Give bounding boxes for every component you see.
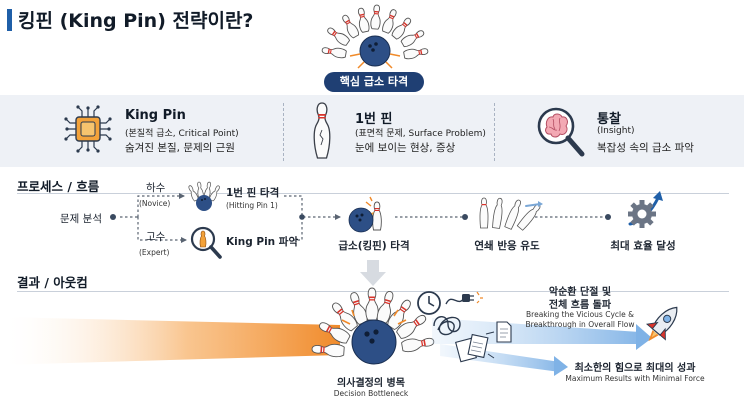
process-step-1: 급소(킹핀) 타격	[338, 240, 410, 252]
process-step-2: 연쇄 반응 유도	[474, 240, 540, 252]
broken-plug-icon	[445, 291, 483, 305]
breakthrough-label-line2: 전체 흐름 돌파	[548, 300, 612, 311]
expert-label: 고수	[146, 231, 166, 243]
result-label: 최소한의 힘으로 최대의 성과	[574, 363, 696, 374]
clock-icon	[417, 291, 441, 315]
breakthrough-sublabel-line2: Breakthrough in Overall Flow	[525, 320, 635, 329]
magnifier-pin-icon	[190, 226, 222, 259]
definition-title: 통찰	[597, 112, 621, 127]
bottleneck-sublabel: Decision Bottleneck	[333, 389, 409, 398]
small-document-icon	[496, 321, 512, 343]
definitions-band	[0, 95, 744, 167]
bottleneck-label: 의사결정의 병목	[337, 378, 405, 389]
result-sublabel: Maximum Results with Minimal Force	[565, 374, 705, 383]
section-divider	[17, 193, 729, 194]
bowling-strike-icon	[320, 4, 430, 69]
novice-action-sublabel: (Hitting Pin 1)	[226, 201, 278, 210]
breakthrough-sublabel-line1: Breaking the Vicious Cycle &	[526, 310, 634, 319]
title-accent-bar	[7, 9, 12, 31]
definition-title: King Pin	[125, 108, 186, 123]
pin-cluster-icon	[188, 181, 220, 211]
breakthrough-label-line1: 악순환 단절 및	[548, 287, 612, 298]
domino-pins-icon	[479, 197, 543, 231]
definition-subtitle: (Insight)	[597, 126, 635, 136]
circuit-chip-icon	[64, 105, 112, 153]
page-title: 킹핀 (King Pin) 전략이란?	[18, 10, 254, 32]
bowling-bottleneck-icon	[311, 287, 436, 365]
tangled-knot-icon	[433, 316, 461, 336]
down-arrow-icon	[360, 260, 386, 286]
novice-sublabel: (Novice)	[139, 199, 171, 208]
strike-kingpin-icon	[348, 196, 382, 233]
rocket-icon	[645, 306, 678, 342]
momentum-trail	[0, 317, 340, 365]
process-section-label: 프로세스 / 흐름	[17, 179, 100, 194]
definition-subtitle: (표면적 문제, Surface Problem)	[355, 129, 486, 139]
novice-action-label: 1번 핀 타격	[226, 187, 280, 199]
bowling-pin-icon	[313, 102, 331, 159]
brain-magnifier-icon	[537, 107, 585, 157]
expert-action-label: King Pin 파악	[226, 236, 299, 248]
outcome-section-label: 결과 / 아웃컴	[17, 275, 88, 290]
expert-sublabel: (Expert)	[139, 248, 170, 257]
definition-title: 1번 핀	[355, 112, 393, 127]
definition-divider	[283, 103, 284, 161]
definition-description: 복잡성 속의 급소 파악	[597, 142, 694, 154]
novice-label: 하수	[146, 182, 166, 194]
process-step-3: 최대 효율 달성	[610, 240, 676, 252]
document-stack-icon	[455, 331, 495, 363]
definition-subtitle: (본질적 급소, Critical Point)	[125, 129, 239, 139]
definition-description: 눈에 보이는 현상, 증상	[355, 142, 456, 154]
definition-description: 숨겨진 본질, 문제의 근원	[125, 142, 235, 154]
gear-growth-icon	[628, 191, 663, 228]
definition-divider	[494, 103, 495, 161]
core-strike-badge: 핵심 급소 타격	[324, 72, 424, 92]
process-start-label: 문제 분석	[60, 213, 102, 225]
